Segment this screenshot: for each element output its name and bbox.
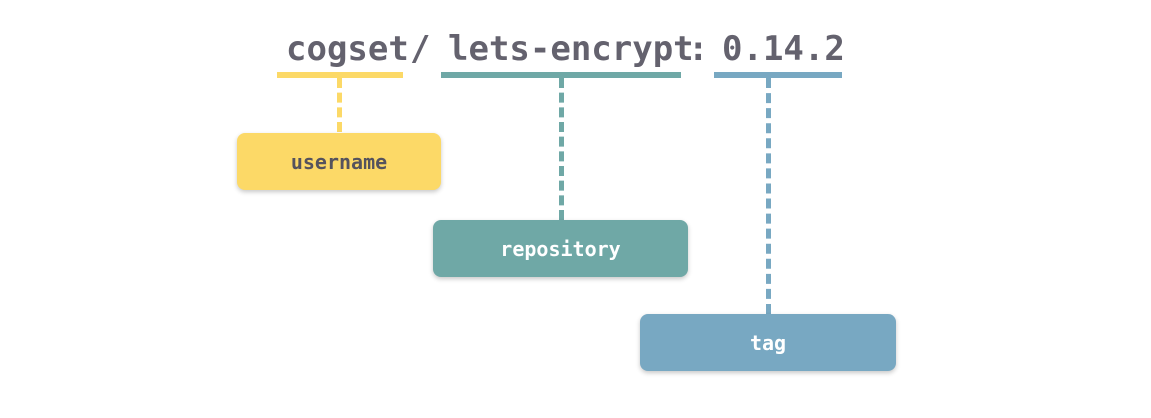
image-username-text: cogset — [286, 29, 409, 69]
repository-label: repository — [500, 236, 621, 261]
tag-underline — [714, 72, 842, 78]
username-label: username — [290, 149, 388, 174]
repository-connector — [559, 78, 564, 220]
repository-underline — [441, 72, 681, 78]
tag-connector — [766, 78, 771, 314]
username-connector — [337, 78, 342, 132]
repository-label-box: repository — [433, 220, 688, 277]
slash-separator: / — [410, 29, 431, 69]
image-tag-text: 0.14.2 — [722, 29, 845, 69]
username-label-box: username — [237, 133, 441, 190]
tag-label: tag — [749, 330, 787, 355]
image-repository-text: lets-encrypt — [448, 29, 694, 69]
tag-label-box: tag — [640, 314, 896, 371]
username-underline — [277, 72, 403, 78]
colon-separator: : — [688, 29, 709, 69]
